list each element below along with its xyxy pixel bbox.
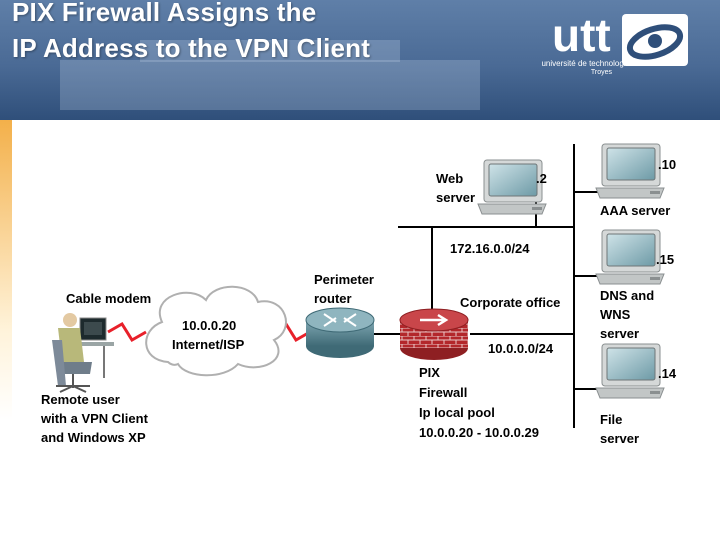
cable-modem-label: Cable modem <box>66 291 152 306</box>
file-server-icon <box>595 343 665 399</box>
firewall-label-line-1: PIX <box>419 365 440 380</box>
inside-network-label: 172.16.0.0/24 <box>450 241 530 256</box>
web-server-ip: .2 <box>536 171 547 186</box>
web-server-line-2: server <box>436 190 476 205</box>
web-server-label: Web server <box>436 169 475 207</box>
dns-server-icon <box>595 229 665 285</box>
logo-wordmark: utt <box>552 9 611 61</box>
remote-user-label: Remote user with a VPN Client and Window… <box>41 390 148 447</box>
aaa-server-label: AAA server <box>600 203 671 218</box>
building-roof <box>140 40 400 62</box>
dns-server-line-1: DNS and <box>600 288 655 303</box>
accent-side-bar <box>0 120 12 420</box>
dns-server-line-2: WNS <box>600 307 631 322</box>
remote-user-line-3: and Windows XP <box>41 430 146 445</box>
network-links <box>372 144 602 428</box>
dns-server-ip: .15 <box>656 252 675 267</box>
internet-cloud-icon <box>145 285 287 377</box>
file-server-ip: .14 <box>658 366 677 381</box>
title-line-1: PIX Firewall Assigns the <box>12 0 317 27</box>
header-banner: PIX Firewall Assigns the IP Address to t… <box>0 0 720 120</box>
file-server-line-2: server <box>600 431 640 446</box>
firewall-pool-range: 10.0.0.20 - 10.0.0.29 <box>419 425 539 440</box>
outside-network-label: 10.0.0.0/24 <box>488 341 554 356</box>
router-label-line-1: Perimeter <box>314 272 374 287</box>
corporate-office-label: Corporate office <box>460 295 561 310</box>
firewall-label-line-2: Firewall <box>419 385 468 400</box>
router-label-line-2: router <box>314 291 352 306</box>
logo-emblem-icon <box>622 14 688 66</box>
title-line-2: IP Address to the VPN Client <box>12 33 371 63</box>
remote-user-icon <box>52 313 114 393</box>
utt-logo: utt université de technologie Troyes <box>512 10 702 78</box>
remote-user-line-1: Remote user <box>41 392 120 407</box>
dns-server-label: DNS and WNS server <box>600 286 654 343</box>
web-server-line-1: Web <box>436 171 464 186</box>
slide-title: PIX Firewall Assigns the IP Address to t… <box>12 0 370 66</box>
file-server-label: File server <box>600 410 639 448</box>
dns-server-line-3: server <box>600 326 640 341</box>
logo-subtitle: université de technologie <box>541 59 630 68</box>
aaa-server-icon <box>595 143 665 199</box>
perimeter-router-icon <box>305 307 375 358</box>
aaa-server-ip: .10 <box>658 157 677 172</box>
file-server-line-1: File <box>600 412 623 427</box>
building-backdrop <box>60 60 480 110</box>
cloud-name-label: Internet/ISP <box>172 337 245 352</box>
logo-city: Troyes <box>590 69 612 76</box>
firewall-pool-label: Ip local pool <box>419 405 495 420</box>
firewall-label: PIX Firewall Ip local pool 10.0.0.20 - 1… <box>419 363 539 443</box>
remote-user-line-2: with a VPN Client <box>41 411 148 426</box>
pix-firewall-icon <box>399 308 469 360</box>
serial-link-user <box>107 321 147 343</box>
cloud-ip-label: 10.0.0.20 <box>182 318 237 333</box>
router-label: Perimeter router <box>314 270 374 308</box>
